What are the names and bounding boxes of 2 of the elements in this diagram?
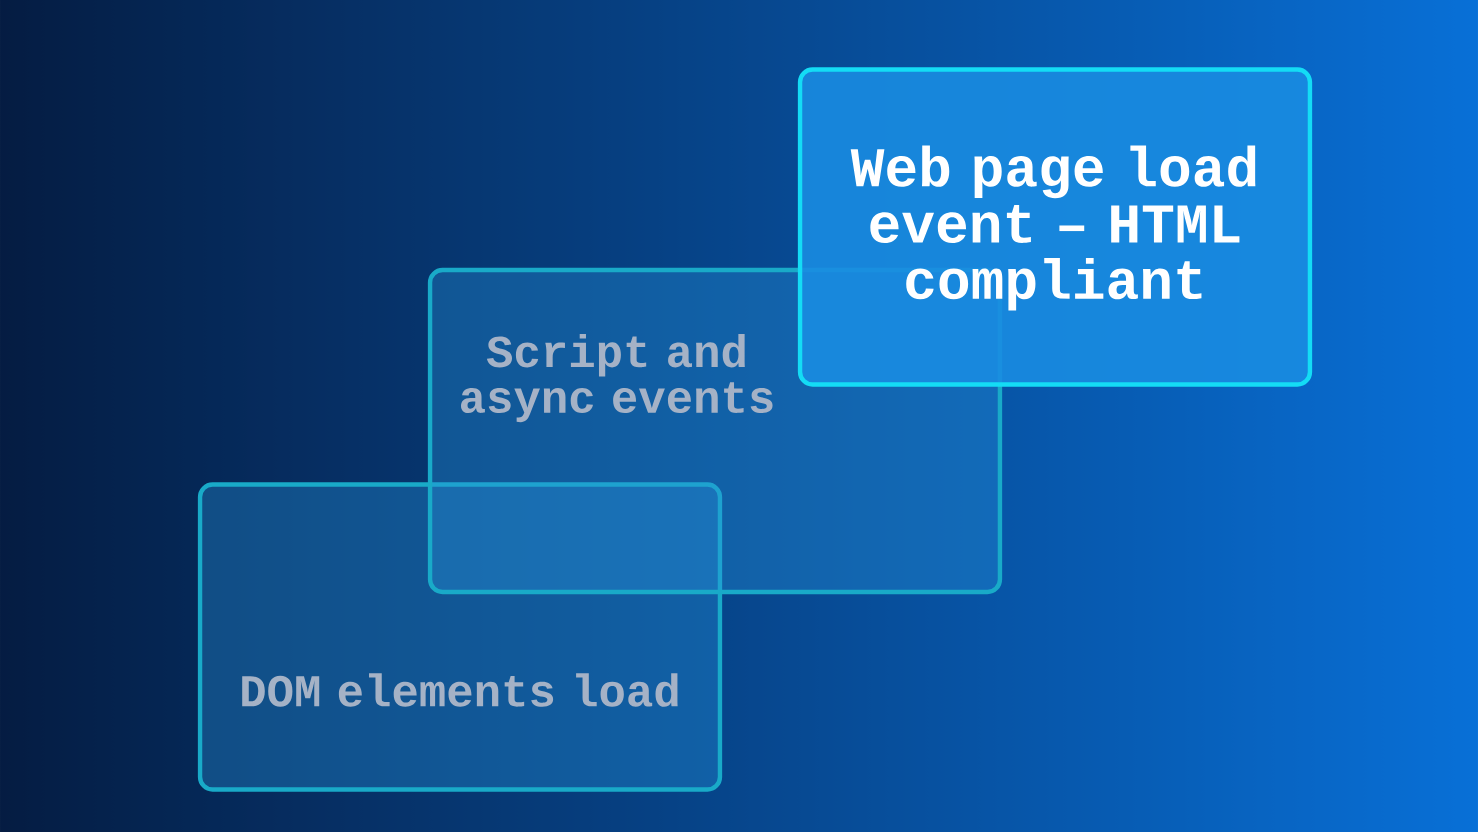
text-card: Web page load event – HTML compliant xyxy=(797,67,1313,387)
text-card: DOM elements load xyxy=(197,482,723,792)
